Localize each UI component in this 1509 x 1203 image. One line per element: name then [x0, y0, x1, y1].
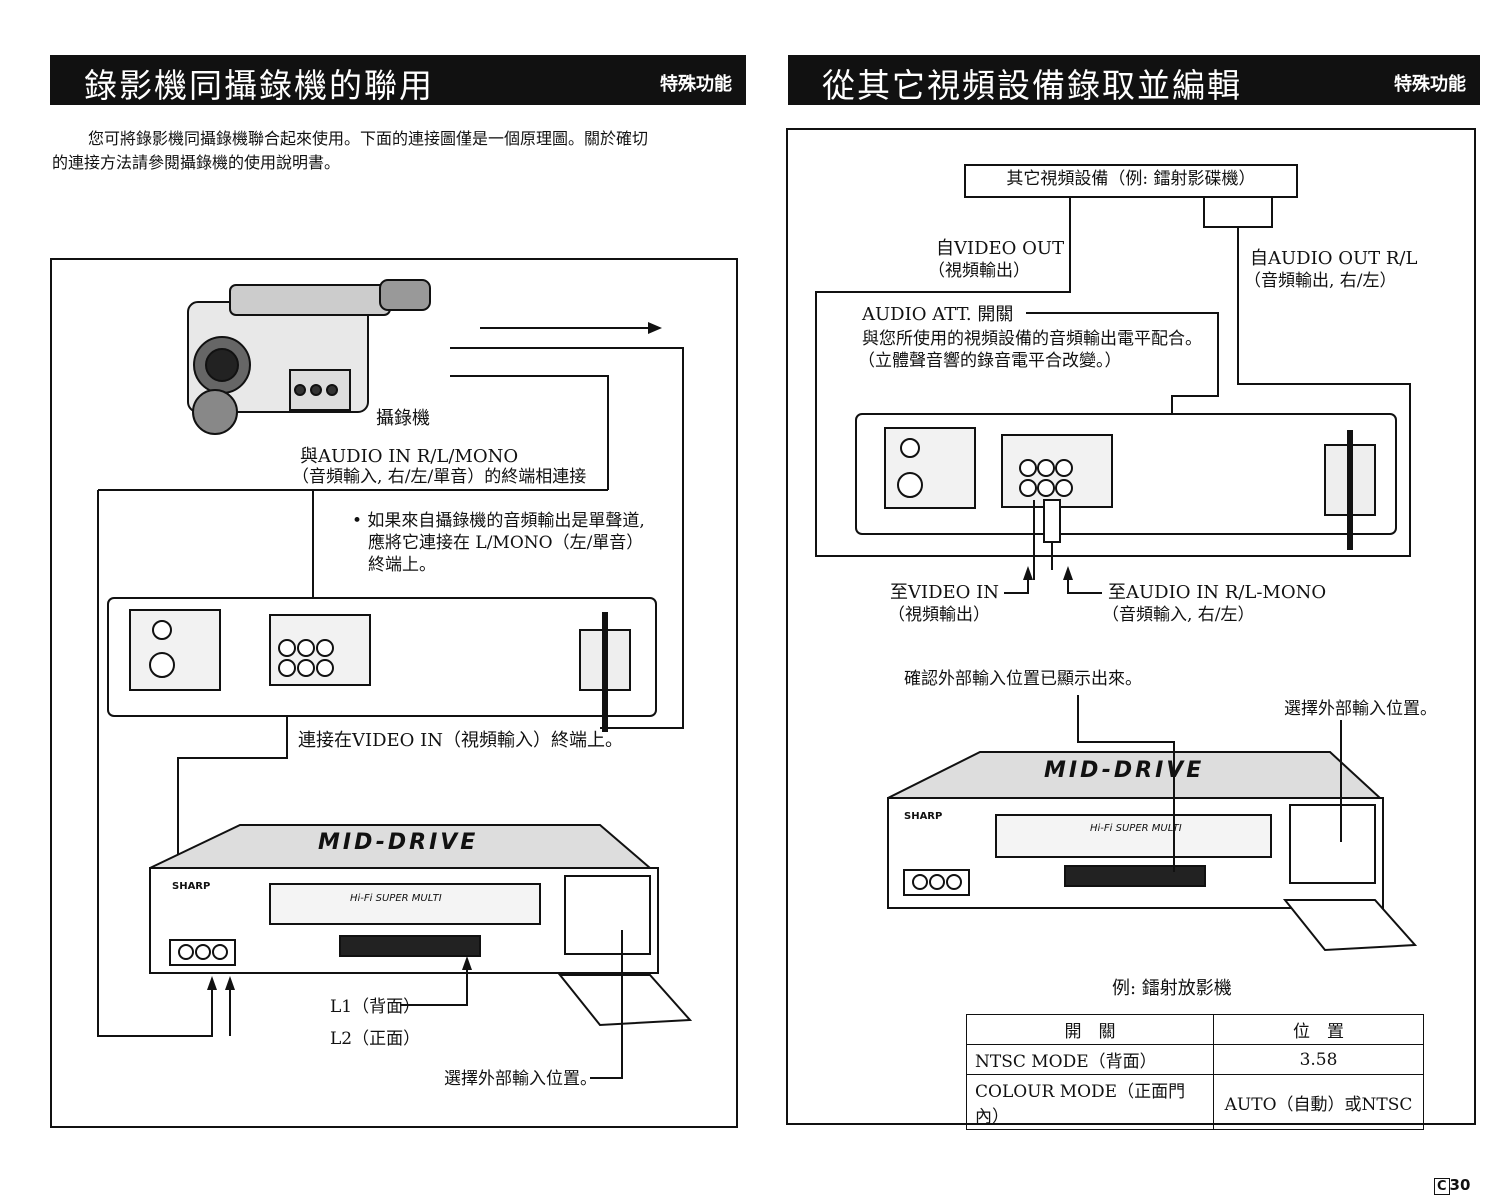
right-select-input-note: 選擇外部輸入位置。	[1284, 699, 1437, 719]
table-row: COLOUR MODE（正面門內） AUTO（自動）或NTSC	[966, 1074, 1424, 1130]
to-video-in-line1: 至VIDEO IN	[890, 582, 1000, 603]
left-diagram-frame	[50, 258, 738, 1128]
mono-note-line2: 應將它連接在 L/MONO（左/單音）	[368, 533, 644, 553]
left-intro-line2: 的連接方法請參閱攝錄機的使用說明書。	[52, 153, 341, 172]
page-number-value: 30	[1449, 1176, 1471, 1194]
left-intro-line1: 您可將錄影機同攝錄機聯合起來使用。下面的連接圖僅是一個原理圖。關於確切	[88, 129, 649, 148]
left-vcr-rear-panel	[107, 597, 657, 717]
right-title-bar: 從其它視頻設備錄取並編輯 特殊功能	[788, 55, 1480, 105]
left-audio-in-line2: （音頻輸入, 右/左/單音）的終端相連接	[292, 467, 587, 487]
table-cell: NTSC MODE（背面）	[966, 1044, 1214, 1075]
camcorder-label: 攝錄機	[376, 408, 430, 429]
right-vcr-front	[887, 751, 1418, 952]
page-prefix: C	[1434, 1178, 1450, 1195]
left-vcr-front	[149, 824, 693, 1027]
video-out-line1: 自VIDEO OUT	[936, 238, 1065, 259]
left-hifi-label: Hi-Fi SUPER MULTI	[350, 893, 442, 904]
right-brand-logo: SHARP	[904, 811, 943, 822]
example-caption: 例: 鐳射放影機	[1112, 978, 1232, 999]
right-page-title: 從其它視頻設備錄取並編輯	[822, 66, 1242, 105]
audio-att-line2: 與您所使用的視頻設備的音頻輸出電平配合。	[862, 329, 1202, 349]
confirm-input-note: 確認外部輸入位置已顯示出來。	[904, 669, 1142, 689]
camcorder-illustration	[187, 279, 431, 435]
left-brand-logo: SHARP	[172, 881, 211, 892]
table-header-cell: 位 置	[1213, 1014, 1424, 1045]
mono-note-line1: • 如果來自攝錄機的音頻輸出是單聲道,	[352, 511, 645, 531]
audio-att-line1: AUDIO ATT. 開關	[862, 304, 1018, 326]
label-l2-front: L2（正面）	[330, 1029, 421, 1049]
to-video-in-line2: （視頻輸出）	[888, 605, 990, 625]
audio-out-line2: （音頻輸出, 右/左）	[1244, 271, 1397, 291]
table-cell: 3.58	[1213, 1044, 1424, 1075]
audio-att-line3: （立體聲音響的錄音電平合改變。）	[858, 351, 1122, 371]
other-device-box: 其它視頻設備（例: 鐳射影碟機）	[964, 164, 1298, 198]
right-hifi-label: Hi-Fi SUPER MULTI	[1090, 823, 1182, 834]
mono-note-line3: 終端上。	[368, 555, 436, 575]
left-page-title: 錄影機同攝錄機的聯用	[84, 66, 434, 105]
label-l1-rear: L1（背面）	[330, 997, 421, 1017]
left-select-input-note: 選擇外部輸入位置。	[444, 1069, 597, 1089]
right-vcr-rear-panel	[855, 413, 1397, 535]
table-header-row: 開 關 位 置	[966, 1014, 1424, 1045]
left-title-bar: 錄影機同攝錄機的聯用 特殊功能	[50, 55, 746, 105]
to-audio-in-line1: 至AUDIO IN R/L-MONO	[1108, 582, 1327, 603]
left-audio-in-line1: 與AUDIO IN R/L/MONO	[300, 446, 519, 467]
left-video-in-note: 連接在VIDEO IN（視頻輸入）終端上。	[298, 730, 624, 751]
to-audio-in-line2: （音頻輸入, 右/左）	[1102, 605, 1255, 625]
switch-settings-table: 開 關 位 置 NTSC MODE（背面） 3.58 COLOUR MODE（正…	[966, 1014, 1424, 1130]
video-out-line2: （視頻輸出）	[928, 261, 1030, 281]
table-cell: AUTO（自動）或NTSC	[1213, 1074, 1424, 1130]
left-section-label: 特殊功能	[660, 74, 732, 95]
right-mid-drive-logo: MID-DRIVE	[1044, 758, 1205, 783]
table-row: NTSC MODE（背面） 3.58	[966, 1044, 1424, 1075]
audio-out-line1: 自AUDIO OUT R/L	[1250, 248, 1418, 269]
left-mid-drive-logo: MID-DRIVE	[318, 830, 479, 855]
right-section-label: 特殊功能	[1394, 74, 1466, 95]
table-header-cell: 開 關	[966, 1014, 1214, 1045]
table-cell: COLOUR MODE（正面門內）	[966, 1074, 1214, 1130]
